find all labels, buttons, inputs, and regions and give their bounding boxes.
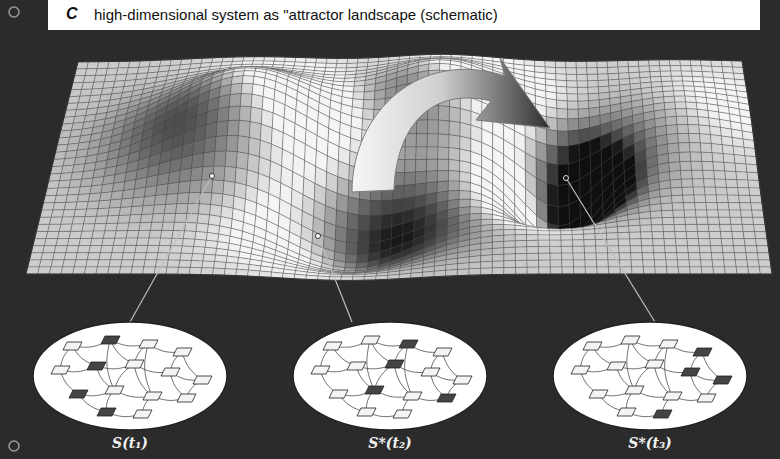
state-label: S*(t₂) bbox=[291, 435, 489, 451]
slide-bullet bbox=[9, 441, 19, 451]
figure-title: high-dimensional system as "attractor la… bbox=[94, 6, 498, 23]
network-state: S*(t₃) bbox=[551, 320, 749, 451]
transition-arrow bbox=[352, 58, 550, 192]
leader-lines bbox=[130, 176, 655, 322]
state-dots bbox=[210, 174, 569, 239]
slide-bullet bbox=[9, 7, 19, 17]
network-ellipse bbox=[291, 320, 489, 432]
network-state: S(t₁) bbox=[31, 320, 229, 451]
network-ellipse bbox=[31, 320, 229, 432]
landscape-mesh bbox=[26, 54, 772, 280]
network-ellipse bbox=[551, 320, 749, 432]
state-label: S*(t₃) bbox=[551, 435, 749, 451]
figure-header: Chigh-dimensional system as "attractor l… bbox=[48, 0, 760, 30]
state-label: S(t₁) bbox=[31, 435, 229, 451]
panel-letter: C bbox=[66, 5, 78, 23]
network-state: S*(t₂) bbox=[291, 320, 489, 451]
